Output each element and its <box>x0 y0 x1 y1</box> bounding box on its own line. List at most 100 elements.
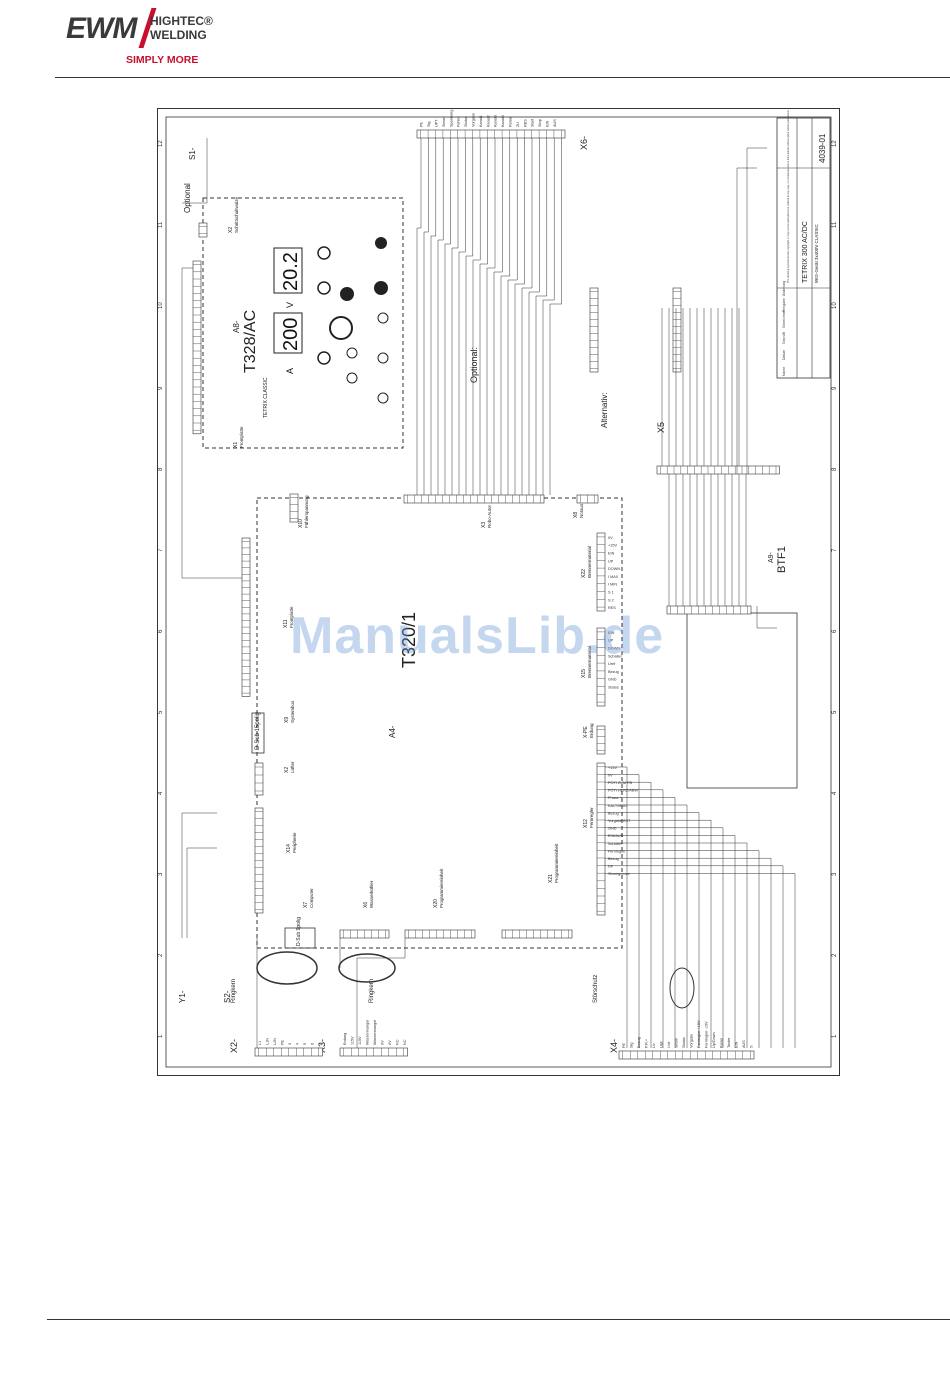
pin-label: 6 <box>310 1043 314 1045</box>
logo-mark: EWM <box>66 12 137 45</box>
pin-strip <box>672 287 682 373</box>
pin-label: EIN <box>546 120 550 127</box>
pin-label: 115V <box>350 1036 354 1045</box>
pin-strip <box>289 493 299 523</box>
pin-label: DOWN <box>608 647 620 651</box>
product-title: TETRIX 300 AC/DC <box>802 221 809 283</box>
optional-label-1: Optional <box>183 183 192 213</box>
title-block-field: Änderung <box>782 281 786 296</box>
pin-label: Kanal2 <box>486 115 490 127</box>
wiring <box>181 138 796 1048</box>
wire <box>514 138 525 495</box>
connector-name: Peripherie <box>292 832 297 853</box>
wire <box>423 138 429 495</box>
wire <box>605 797 676 1048</box>
pin-label: +15V <box>608 766 617 770</box>
wire <box>507 138 518 495</box>
drawing-number: 4039-01 <box>818 133 827 163</box>
grid-number-right: 12 <box>832 140 838 147</box>
pin-label: Bezug <box>608 857 619 861</box>
alternativ-label: Alternativ: <box>600 392 609 428</box>
pin-label: GND <box>608 827 617 831</box>
pin-label: ZU <box>516 122 520 127</box>
btf-name: BTF1 <box>776 546 788 573</box>
wire <box>605 766 628 1048</box>
display-right-value: 20.2 <box>280 252 302 291</box>
connector-name: Brennermaterial <box>587 646 592 678</box>
wire <box>521 138 533 495</box>
x3-label: X3- <box>317 1039 327 1053</box>
pin-label: EIN <box>608 552 615 556</box>
pin-label: I-Ist <box>667 1041 671 1048</box>
wire <box>535 138 548 495</box>
pin-label: Vorgabe <box>689 1034 693 1048</box>
pin-label: PE <box>622 1042 626 1048</box>
pin-label: 0V <box>608 536 613 540</box>
wire <box>605 865 784 1048</box>
grid-number-left: 11 <box>158 221 164 228</box>
footer-rule <box>47 1319 950 1320</box>
title-block-field: Freigabe <box>782 298 786 312</box>
pin-label: Fernregler -15V <box>704 1021 708 1048</box>
dsub15-box <box>251 712 265 754</box>
grid-number-left: 3 <box>158 872 164 876</box>
pin-label: DF <box>608 865 614 869</box>
wire <box>181 812 217 938</box>
connector-id: X1 <box>233 442 239 448</box>
grid-number-left: 1 <box>158 1034 164 1038</box>
pin-label: Bezug <box>637 1037 641 1048</box>
panel-model: TETRIX CLASSIC <box>263 377 269 418</box>
pin-strip <box>198 222 208 238</box>
connector-id: X-PE <box>583 726 589 738</box>
pin-label: Start <box>531 118 535 127</box>
wire <box>605 804 688 1048</box>
pin-label: Uv <box>652 1043 656 1048</box>
pin-strip <box>596 532 606 612</box>
connector-name: Wasserkühler <box>369 880 374 908</box>
wire <box>430 138 437 495</box>
pin-label: +15V <box>608 544 617 548</box>
display-left-unit: A <box>285 368 295 374</box>
connector-name: Frontplatte <box>239 426 244 448</box>
grid-number-right: 3 <box>832 872 838 876</box>
wire <box>605 819 712 1048</box>
grid-number-left: 5 <box>158 710 164 714</box>
wire <box>605 812 700 1048</box>
pin-label: I MIN <box>608 583 617 587</box>
wire <box>605 850 760 1048</box>
x4-label: X4- <box>609 1039 619 1053</box>
grid-number-right: 11 <box>832 221 838 228</box>
pin-label: UPT <box>435 119 439 127</box>
connector-name: Erdung <box>589 723 594 738</box>
pin-strip <box>403 494 545 504</box>
pin-label: EIN <box>734 1041 738 1048</box>
connector-name: Lüfter <box>290 761 295 773</box>
pin-label: 4 <box>295 1043 299 1045</box>
pin-strip <box>241 537 251 697</box>
pin-label: Sig <box>629 1043 633 1049</box>
pin-label: Fehler <box>457 116 461 127</box>
pin-strip <box>254 762 264 796</box>
wire <box>542 138 555 495</box>
pin-label: L2N <box>273 1038 277 1045</box>
wire <box>605 842 748 1048</box>
ringkern-label-2: Ringkern <box>369 979 375 1003</box>
pin-label: Fernregler +15V <box>697 1020 701 1048</box>
pin-strip <box>416 129 566 139</box>
pin-label: PE <box>420 121 424 127</box>
wire <box>444 138 451 495</box>
pin-label: Stop <box>538 119 542 127</box>
wire <box>605 835 736 1048</box>
display-left <box>273 312 303 354</box>
pin-label: Kanal1 <box>479 115 483 127</box>
connector-id: X6 <box>363 902 369 908</box>
wire <box>605 781 652 1048</box>
connector-id: X2 <box>228 227 234 233</box>
pin-label: Sig <box>427 122 431 128</box>
grid-number-right: 8 <box>832 467 838 471</box>
connector-id: X14 <box>286 844 292 853</box>
wire <box>458 138 466 495</box>
optional-label-2: Optional: <box>469 347 479 383</box>
